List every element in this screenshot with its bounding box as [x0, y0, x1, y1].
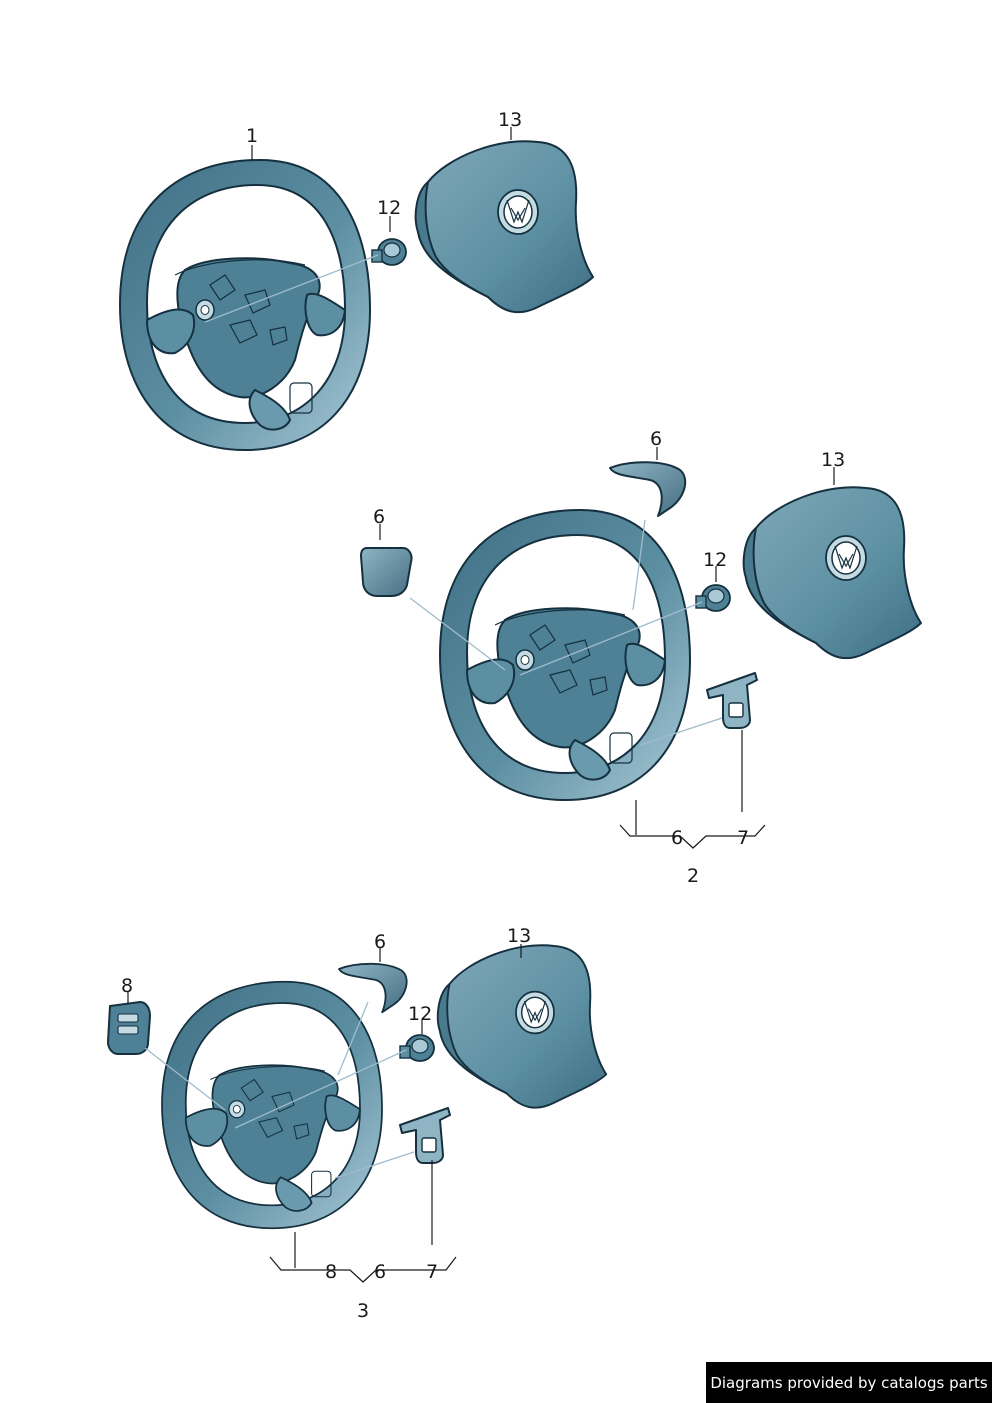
steering-wheel-2: [439, 509, 691, 801]
cover-6: [338, 962, 408, 1014]
airbag-13: [414, 140, 594, 314]
cover-6-left: [360, 547, 413, 597]
callout-13: 13: [507, 925, 531, 947]
bolt-12: [695, 584, 731, 612]
group-callout-7: 7: [426, 1261, 438, 1283]
group-callout-3: 3: [357, 1300, 369, 1322]
callout-1: 1: [246, 125, 258, 147]
assembly-2: 6 6 12 13 6 7 2: [360, 428, 922, 887]
credit-banner: Diagrams provided by catalogs parts: [706, 1362, 992, 1403]
callout-8: 8: [121, 975, 133, 997]
assembly-1: 1 12 13: [119, 109, 594, 451]
switch-8: [107, 1001, 151, 1055]
callout-6-left: 6: [373, 506, 385, 528]
callout-12: 12: [408, 1003, 432, 1025]
callout-12: 12: [377, 197, 401, 219]
steering-wheel-3: [161, 980, 383, 1230]
steering-wheel-1: [119, 159, 371, 451]
airbag-13: [742, 486, 922, 660]
callout-6: 6: [374, 931, 386, 953]
bolt-12: [399, 1034, 435, 1062]
bolt-12: [371, 238, 407, 266]
group-callout-8: 8: [325, 1261, 337, 1283]
callout-12: 12: [703, 549, 727, 571]
group-callout-6: 6: [374, 1261, 386, 1283]
group-callout-7: 7: [737, 827, 749, 849]
group-callout-6: 6: [671, 827, 683, 849]
airbag-13: [436, 944, 608, 1109]
callout-13: 13: [498, 109, 522, 131]
callout-6-top: 6: [650, 428, 662, 450]
bracket-7: [706, 672, 758, 729]
assembly-3: 8 6 12 13 8 6 7 3: [107, 925, 608, 1322]
group-callout-2: 2: [687, 865, 699, 887]
callout-13: 13: [821, 449, 845, 471]
cover-6-top: [609, 461, 687, 517]
